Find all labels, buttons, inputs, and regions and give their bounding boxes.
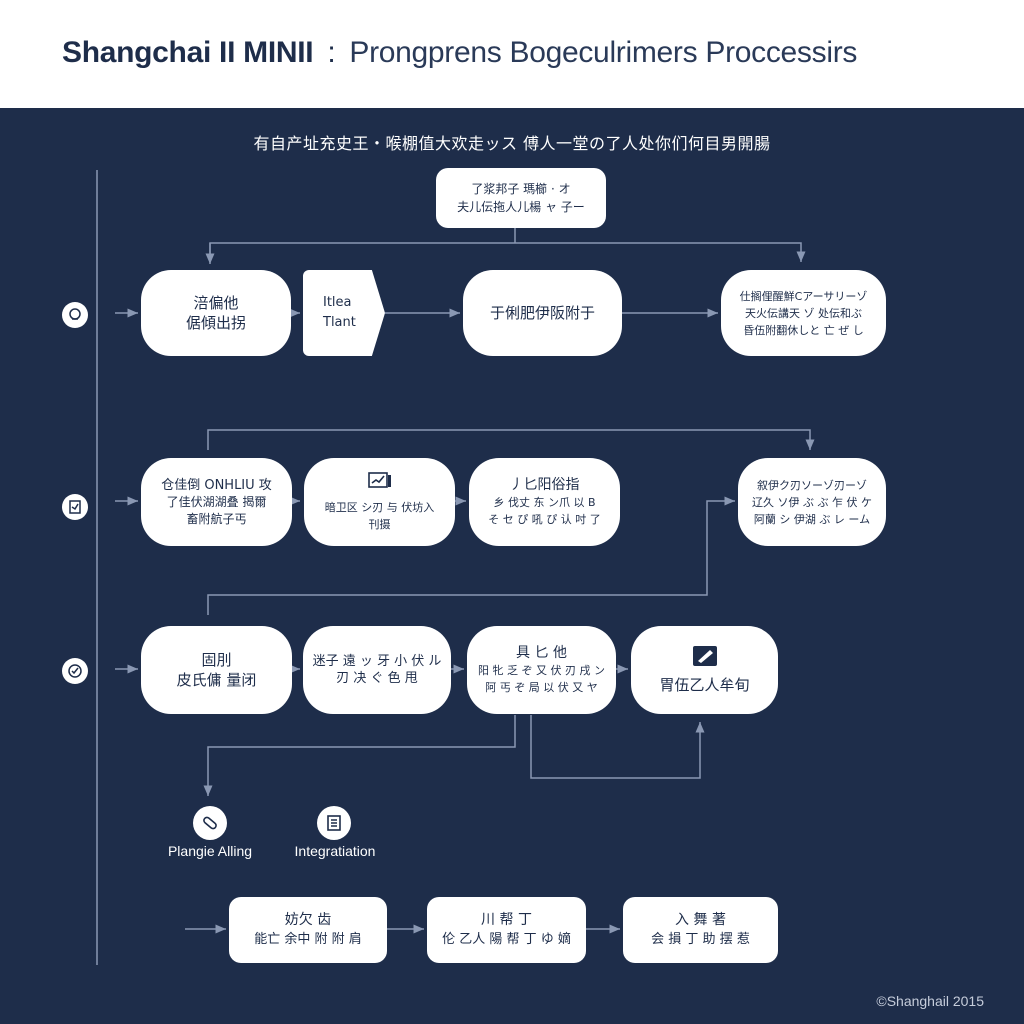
pen-edit-icon: [692, 645, 718, 671]
row1-node-3-line-1: 于俐肥伊阪附于: [489, 304, 595, 322]
row2-node-3-line-1: 丿匕阳俗指: [509, 476, 580, 493]
row1-node-1-line-1: 涪偏他: [193, 294, 239, 312]
row1-node-4-line-2: 天火伝講天 ゾ 处伝和ぶ: [745, 306, 862, 320]
row1-node-2: Itlea Tlant: [303, 270, 385, 356]
row2-node-2: 暗卫区 シ刃 与 伏坊入 刊摄: [304, 458, 455, 546]
row4-node-1-line-2: 能亡 余中 附 附 肩: [254, 932, 362, 947]
row1-node-4: 仕搁俚醒鮮Cアーサリーゾ 天火伝講天 ゾ 处伝和ぶ 昏伍附翻休しと 亡 ぜ し: [721, 270, 886, 356]
row4-node-2-line-2: 伦 乙人 陽 帮 丁 ゆ 嫡: [442, 932, 571, 947]
row1-node-1: 涪偏他 倨傾出拐: [141, 270, 291, 356]
row2-node-2-line-1: 暗卫区 シ刃 与 伏坊入: [324, 501, 435, 514]
row3-node-2-line-1: 迷子 遠 ッ 牙 小 伏 ル: [312, 654, 442, 669]
row4-node-2: 川 帮 丁 伦 乙人 陽 帮 丁 ゆ 嫡: [427, 897, 586, 963]
page-title: Shangchai II MINII: Prongprens Bogeculrim…: [62, 36, 857, 70]
document-icon: [62, 494, 88, 520]
row3-node-2-line-2: 刃 决 ぐ 色 甩: [336, 671, 418, 686]
row3-node-3-line-2: 阳 牝 乏 ぞ 又 伏 刃 戌 ン: [478, 663, 605, 677]
row3-node-4: 胃伍乙人牟旬: [631, 626, 778, 714]
row2-node-1: 仓佳倒 ONHLIU 攻 了佳伏湖湖叠 揭爾 畜附航子丐: [141, 458, 292, 546]
title-bold: Shangchai II MINII: [62, 36, 314, 69]
row2-node-3-line-2: 乡 伐丈 东 ン爪 以 B: [493, 495, 596, 509]
row2-node-4-line-1: 叙伊ク刃ソーゾ刃ーゾ: [757, 478, 867, 492]
row3-node-3: 具 匕 他 阳 牝 乏 ぞ 又 伏 刃 戌 ン 阿 丐 ぞ 局 以 伏 又 ヤ: [467, 626, 616, 714]
row4-node-3: 入 舞 著 会 損 丁 助 摆 惹: [623, 897, 778, 963]
row2-node-4-line-3: 阿蘭 シ 伊湖 ぶ レ ーム: [753, 512, 871, 526]
row3-node-1-line-1: 固刖: [201, 651, 232, 669]
row3-node-1-line-2: 皮氏傭 量闭: [176, 671, 257, 689]
row3-node-2: 迷子 遠 ッ 牙 小 伏 ル 刃 决 ぐ 色 甩: [303, 626, 451, 714]
row4-node-2-line-1: 川 帮 丁: [481, 912, 532, 928]
row3-node-4-line-1: 胃伍乙人牟旬: [659, 676, 750, 694]
row1-node-4-line-3: 昏伍附翻休しと 亡 ぜ し: [743, 323, 864, 337]
row1-node-2-line-1: Itlea: [323, 295, 352, 310]
row2-node-1-line-2: 了佳伏湖湖叠 揭爾: [166, 494, 267, 509]
row2-node-1-line-3: 畜附航子丐: [186, 511, 247, 526]
row4-node-3-line-1: 入 舞 著: [675, 912, 726, 928]
top-box-line-1: 了浆邦子 瑪櫛 · オ: [471, 182, 571, 196]
title-rest: Prongprens Bogeculrimers Proccessirs: [349, 36, 858, 69]
top-box-line-2: 夫儿伝拖人儿楊 ャ 子ー: [457, 200, 585, 214]
row2-node-4: 叙伊ク刃ソーゾ刃ーゾ 辽久 ソ伊 ぶ ぶ 乍 伏 ケ 阿蘭 シ 伊湖 ぶ レ ー…: [738, 458, 886, 546]
monitor-chart-icon: [367, 471, 392, 495]
planning-caption: Plangie Alling: [167, 843, 253, 859]
top-process-box: 了浆邦子 瑪櫛 · オ 夫儿伝拖人儿楊 ャ 子ー: [436, 168, 606, 228]
row1-node-3: 于俐肥伊阪附于: [463, 270, 622, 356]
header-bar: Shangchai II MINII: Prongprens Bogeculrim…: [0, 0, 1024, 108]
row3-node-3-line-1: 具 匕 他: [516, 644, 567, 661]
row4-node-3-line-2: 会 損 丁 助 摆 惹: [651, 932, 750, 947]
list-icon: [317, 806, 351, 840]
row3-node-1: 固刖 皮氏傭 量闭: [141, 626, 292, 714]
copyright-footer: ©Shanghail 2015: [876, 993, 984, 1009]
brain-icon: [62, 302, 88, 328]
check-icon: [62, 658, 88, 684]
row4-node-1-line-1: 妨欠 齿: [284, 912, 332, 928]
row1-node-4-line-1: 仕搁俚醒鮮Cアーサリーゾ: [739, 289, 868, 303]
row1-node-2-line-2: Tlant: [323, 315, 356, 330]
row3-node-3-line-3: 阿 丐 ぞ 局 以 伏 又 ヤ: [485, 680, 598, 694]
row1-node-1-line-2: 倨傾出拐: [185, 314, 246, 332]
row2-node-3-line-3: そ セ ぴ 吼 ぴ 认 吋 了: [488, 512, 601, 526]
diagram-subtitle: 有自产址充史王・喉棚值大欢走ッス 傅人一堂の了人处你们何目男開腸: [253, 134, 771, 153]
row2-node-2-line-2: 刊摄: [368, 518, 391, 531]
row2-node-1-line-1: 仓佳倒 ONHLIU 攻: [161, 477, 272, 493]
row4-node-1: 妨欠 齿 能亡 余中 附 附 肩: [229, 897, 387, 963]
row2-node-3: 丿匕阳俗指 乡 伐丈 东 ン爪 以 B そ セ ぴ 吼 ぴ 认 吋 了: [469, 458, 620, 546]
integration-caption: Integratiation: [294, 843, 376, 859]
pill-icon: [193, 806, 227, 840]
title-separator: :: [327, 36, 336, 69]
row2-node-4-line-2: 辽久 ソ伊 ぶ ぶ 乍 伏 ケ: [752, 495, 872, 509]
